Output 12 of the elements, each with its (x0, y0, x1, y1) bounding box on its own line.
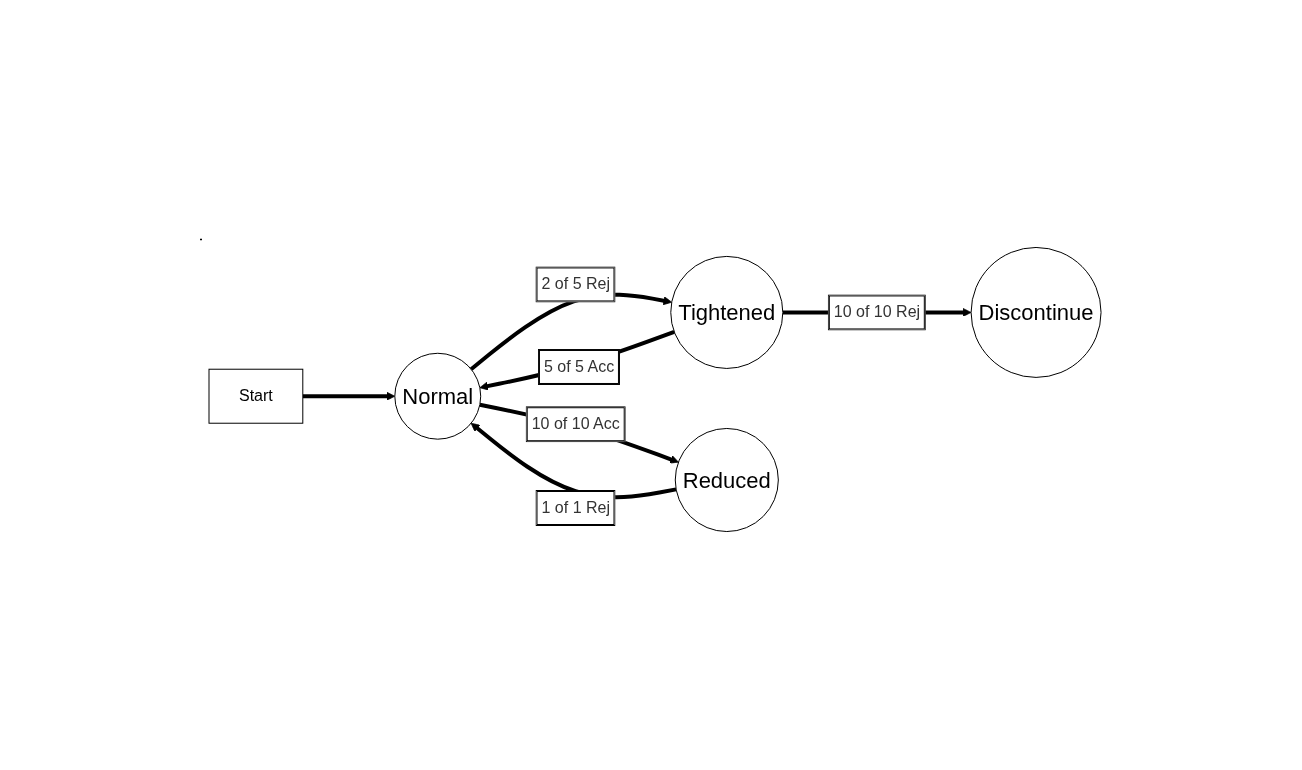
arrow (479, 402, 680, 464)
node-circle: Reduced (675, 427, 780, 533)
node-circle: Normal (394, 352, 482, 440)
arrow (303, 391, 396, 401)
edge-label: 2 of 5 Rej (541, 275, 611, 293)
edge-label: 1 of 1 Rej (541, 499, 611, 516)
node-box: Start (208, 368, 304, 424)
node-circle: Tightened (670, 255, 784, 369)
edge-label: 5 of 5 Acc (544, 357, 615, 375)
arrow (479, 329, 676, 391)
node-circle: Discontinue (971, 246, 1102, 378)
edge-label: 10 of 10 Acc (532, 415, 621, 433)
